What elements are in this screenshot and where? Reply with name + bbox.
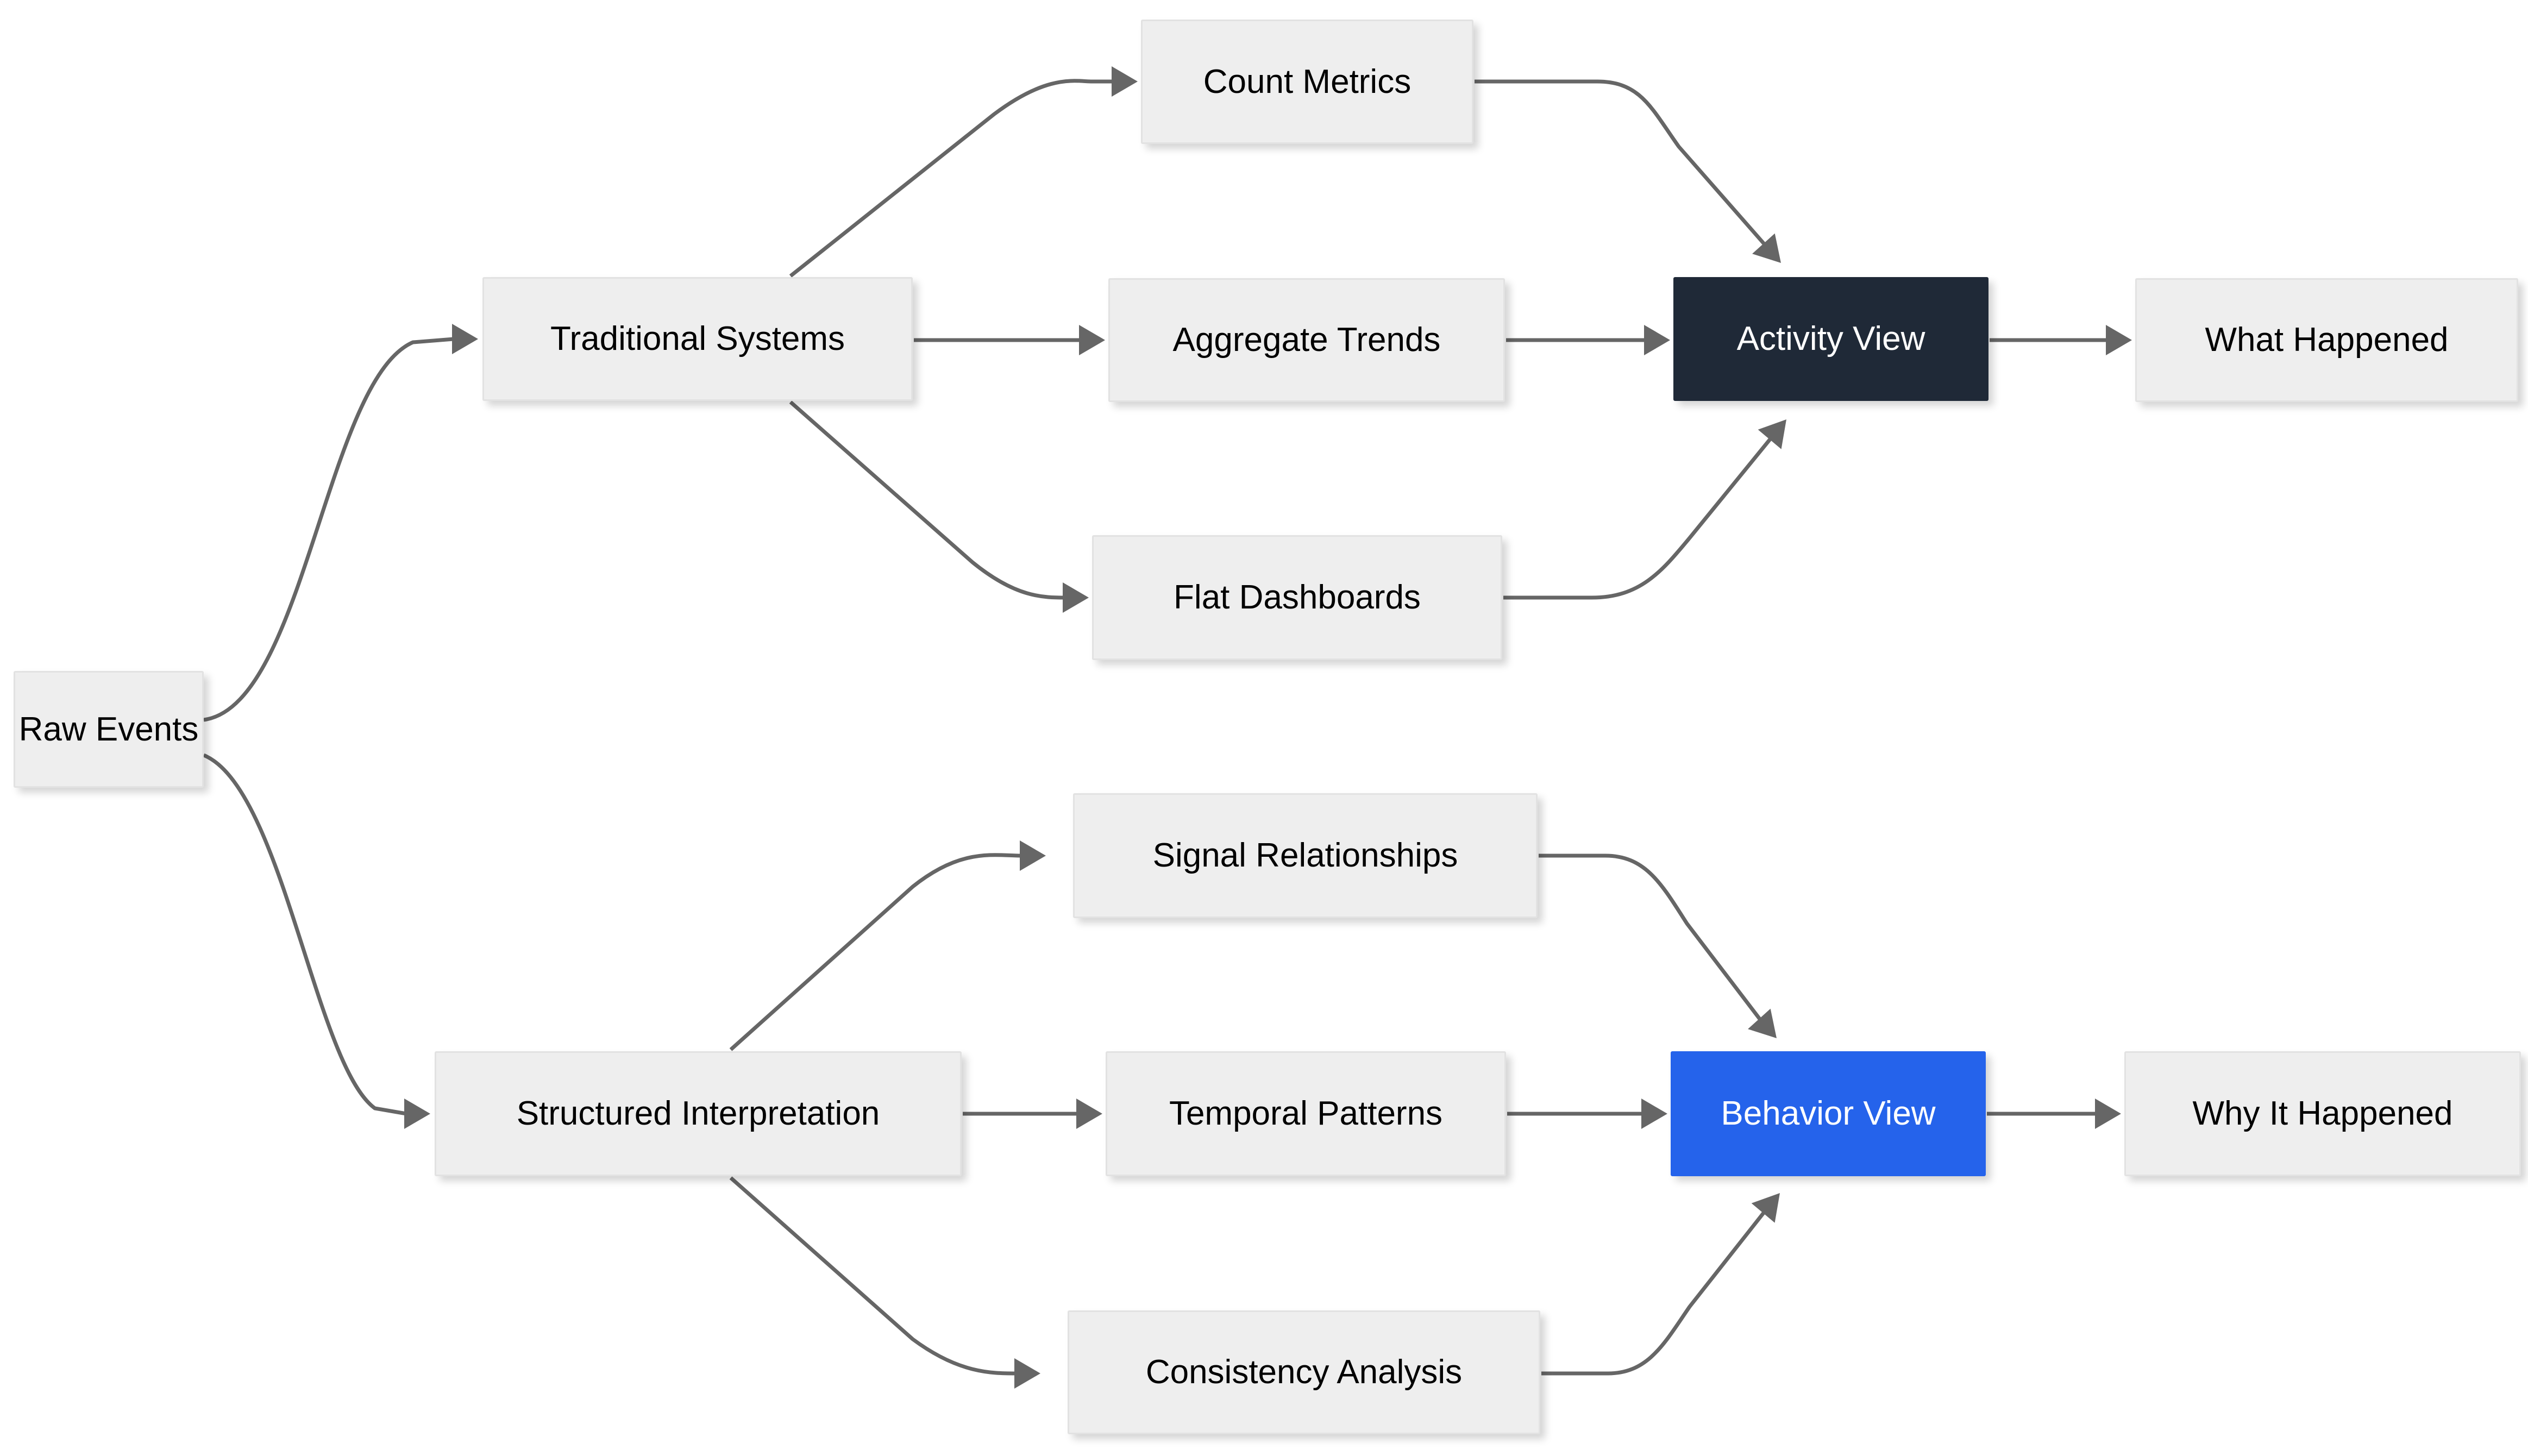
arrowhead-icon — [1063, 582, 1089, 613]
node-temporal_patterns[interactable]: Temporal Patterns — [1106, 1051, 1506, 1176]
edge-flat_dashboards-to-activity_view — [1503, 419, 1786, 600]
arrowhead-icon — [1752, 233, 1781, 263]
edge-activity_view-to-what_happened — [1990, 325, 2132, 355]
arrowhead-icon — [1748, 1008, 1777, 1038]
edge-raw_events-to-structured_interpretation — [203, 753, 430, 1129]
node-label-flat_dashboards: Flat Dashboards — [1174, 579, 1421, 617]
node-consistency_analysis[interactable]: Consistency Analysis — [1068, 1310, 1540, 1434]
node-label-what_happened: What Happened — [2205, 321, 2449, 359]
node-structured_interpretation[interactable]: Structured Interpretation — [435, 1051, 962, 1176]
edge-count_metrics-to-activity_view — [1475, 79, 1781, 263]
node-traditional_systems[interactable]: Traditional Systems — [482, 277, 913, 401]
arrowhead-icon — [1112, 66, 1138, 97]
arrowhead-icon — [2106, 325, 2132, 355]
edge-signal_relationships-to-behavior_view — [1539, 853, 1777, 1038]
node-label-why_it_happened: Why It Happened — [2192, 1095, 2453, 1133]
node-label-signal_relationships: Signal Relationships — [1152, 837, 1458, 875]
arrowhead-icon — [404, 1099, 430, 1129]
edge-structured_interpretation-to-consistency_analysis — [729, 1176, 1040, 1389]
node-label-temporal_patterns: Temporal Patterns — [1169, 1095, 1443, 1133]
node-label-consistency_analysis: Consistency Analysis — [1145, 1353, 1463, 1391]
arrowhead-icon — [1079, 325, 1105, 355]
edge-consistency_analysis-to-behavior_view — [1541, 1193, 1780, 1376]
node-aggregate_trends[interactable]: Aggregate Trends — [1108, 278, 1505, 402]
arrowhead-icon — [2095, 1099, 2121, 1129]
arrowhead-icon — [1751, 1193, 1780, 1223]
edge-traditional_systems-to-flat_dashboards — [789, 400, 1089, 613]
node-label-count_metrics: Count Metrics — [1203, 62, 1412, 101]
edge-structured_interpretation-to-signal_relationships — [729, 840, 1046, 1051]
node-label-raw_events: Raw Events — [18, 710, 199, 748]
node-why_it_happened[interactable]: Why It Happened — [2124, 1051, 2521, 1176]
arrowhead-icon — [1644, 325, 1670, 355]
node-signal_relationships[interactable]: Signal Relationships — [1073, 793, 1538, 918]
node-raw_events[interactable]: Raw Events — [14, 671, 204, 788]
arrowhead-icon — [1641, 1099, 1667, 1129]
edge-temporal_patterns-to-behavior_view — [1507, 1099, 1667, 1129]
node-label-behavior_view: Behavior View — [1721, 1095, 1936, 1133]
arrowhead-icon — [1014, 1358, 1040, 1389]
edge-behavior_view-to-why_it_happened — [1987, 1099, 2121, 1129]
arrowhead-icon — [1020, 840, 1046, 871]
node-count_metrics[interactable]: Count Metrics — [1141, 20, 1473, 144]
arrowhead-icon — [1076, 1099, 1102, 1129]
edge-structured_interpretation-to-temporal_patterns — [963, 1099, 1102, 1129]
edge-aggregate_trends-to-activity_view — [1506, 325, 1670, 355]
node-label-structured_interpretation: Structured Interpretation — [516, 1095, 880, 1133]
edge-traditional_systems-to-count_metrics — [789, 66, 1138, 278]
arrowhead-icon — [1758, 419, 1786, 449]
edge-raw_events-to-traditional_systems — [203, 324, 478, 722]
arrowhead-icon — [452, 324, 478, 354]
node-activity_view[interactable]: Activity View — [1673, 277, 1988, 401]
node-what_happened[interactable]: What Happened — [2135, 278, 2518, 402]
edge-traditional_systems-to-aggregate_trends — [914, 325, 1105, 355]
node-label-activity_view: Activity View — [1736, 320, 1925, 358]
node-behavior_view[interactable]: Behavior View — [1671, 1051, 1986, 1176]
node-label-aggregate_trends: Aggregate Trends — [1172, 321, 1441, 359]
node-label-traditional_systems: Traditional Systems — [550, 320, 845, 358]
node-flat_dashboards[interactable]: Flat Dashboards — [1092, 535, 1502, 660]
